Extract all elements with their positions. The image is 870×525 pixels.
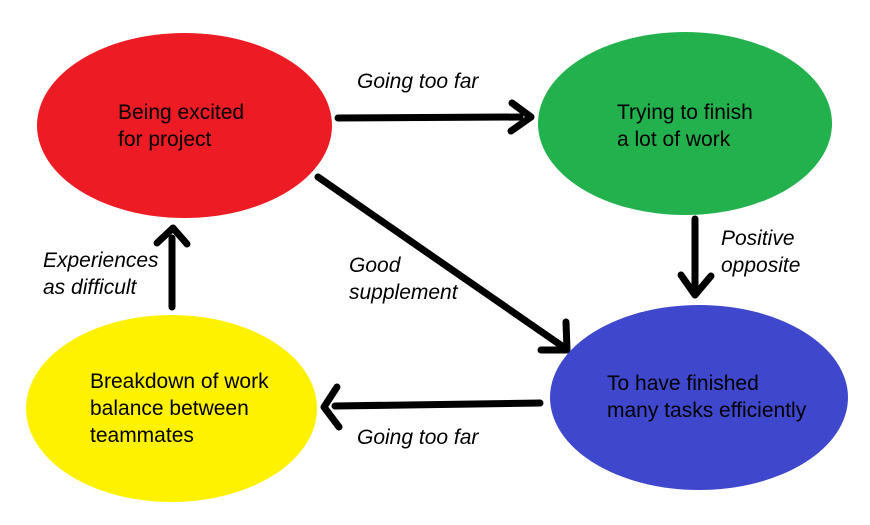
node-being-excited [37,33,332,218]
edge-trying-to-finished [677,215,715,299]
edge-right-arrowhead-icon [677,271,715,299]
edge-excited-to-trying [334,99,535,135]
node-label-line: Trying to finish [617,101,753,124]
edge-label-experiences-as-difficult: Experiences as difficult [43,247,159,301]
edge-diagonal-arrowhead-icon [537,318,571,354]
edge-label-line: Positive [721,227,795,250]
edge-excited-to-finished [314,173,571,354]
edge-label-line: as difficult [43,276,137,299]
node-label-line: for project [118,128,212,151]
edge-breakdown-to-excited [153,224,191,311]
edge-diagonal-shaft [314,173,566,350]
edge-top-shaft [334,113,524,122]
edge-label-line: Experiences [43,249,159,272]
node-label-line: teammates [90,424,194,447]
node-label-line: To have finished [607,372,759,395]
edge-label-positive-opposite: Positive opposite [721,225,800,279]
edge-bottom-arrowhead-icon [320,383,343,431]
edge-label-line: Going too far [357,70,479,93]
edge-left-arrowhead-icon [153,224,191,248]
edge-finished-to-breakdown [320,383,544,431]
node-being-excited-label: Being excited for project [118,99,244,153]
node-trying-to-finish-label: Trying to finish a lot of work [617,99,753,153]
edge-bottom-shaft [331,399,544,410]
node-label-line: many tasks efficiently [607,399,807,422]
node-label-line: balance between [90,397,249,420]
edge-label-good-supplement: Good supplement [349,252,458,306]
edge-label-line: Good [349,254,401,277]
edge-label-line: Going too far [357,426,479,449]
node-breakdown-balance [26,315,317,502]
node-trying-to-finish [538,32,832,215]
node-breakdown-balance-label: Breakdown of work balance between teamma… [90,368,269,449]
edge-label-line: supplement [349,281,458,304]
edge-top-arrowhead-icon [507,99,535,135]
node-label-line: Being excited [118,101,245,124]
node-finished-tasks-label: To have finished many tasks efficiently [607,370,806,424]
node-label-line: Breakdown of work [90,370,269,393]
node-label-line: a lot of work [617,128,731,151]
edge-label-line: opposite [721,254,801,277]
node-finished-tasks [550,305,848,490]
edge-label-going-too-far-bottom: Going too far [357,424,478,451]
edge-label-going-too-far-top: Going too far [357,68,478,95]
